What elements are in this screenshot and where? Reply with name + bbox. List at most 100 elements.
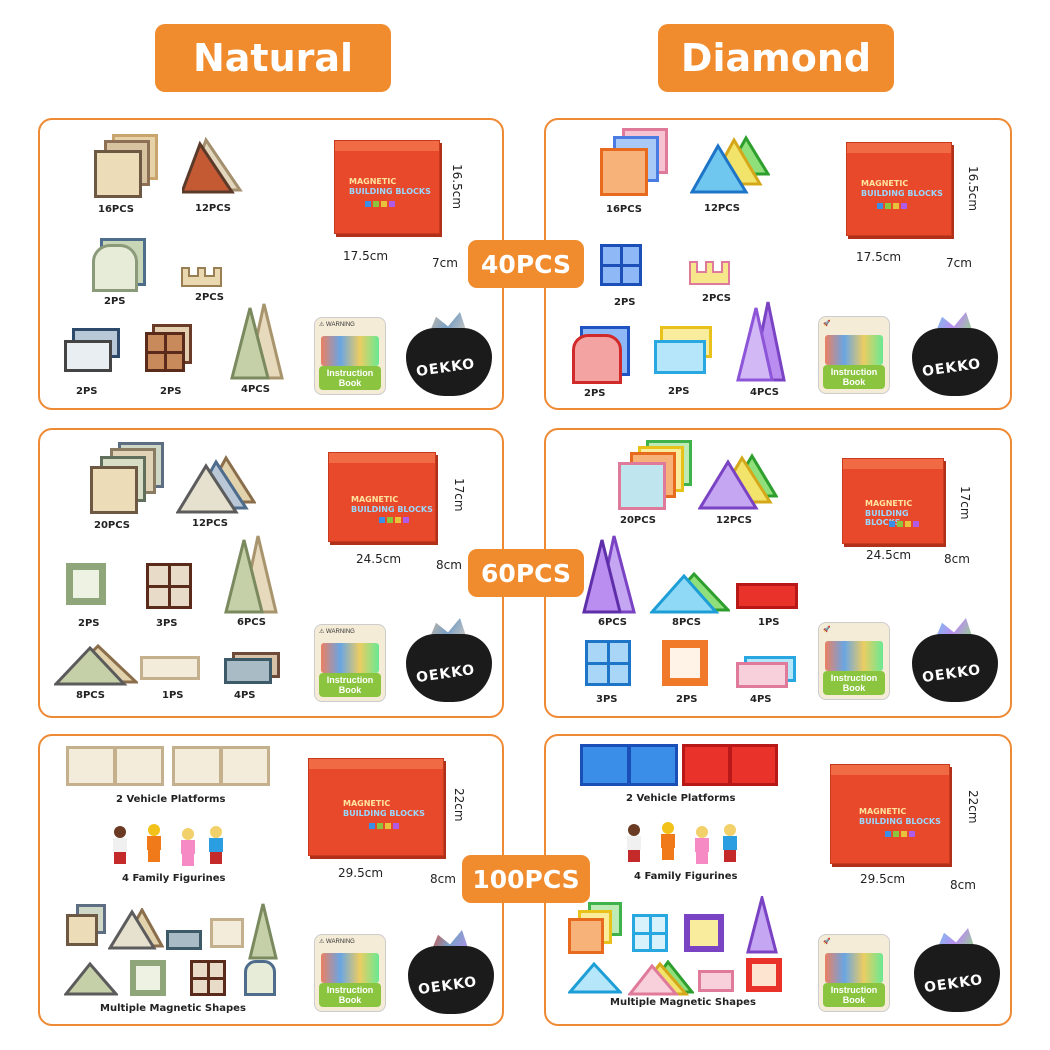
door-tile-image: [92, 244, 138, 292]
rectangle-tile-image: [64, 340, 112, 372]
box-depth-label: 7cm: [432, 256, 458, 270]
caption: 2PS: [78, 618, 100, 629]
oekko-bag-image: OEKKO: [406, 618, 492, 702]
caption: 20PCS: [94, 520, 130, 531]
figurine-image: [660, 822, 676, 860]
figurine-image: [694, 826, 710, 864]
tall-triangle-tiles-image: [582, 535, 636, 614]
caption: 2PS: [676, 694, 698, 705]
caption: 12PCS: [192, 518, 228, 529]
instruction-book-image: 🚀Instruction Book: [818, 316, 890, 394]
vehicle-platform-image: [172, 746, 270, 786]
square-frame-tile-image: [66, 563, 106, 605]
box-width-label: 17.5cm: [856, 250, 902, 264]
vehicle-platform-image: [66, 746, 164, 786]
square-tile-image: [90, 466, 138, 514]
triangle-tiles-image: [64, 962, 118, 996]
badge-100pcs: 100PCS: [462, 855, 590, 903]
crown-tile-image: [181, 267, 222, 287]
square-tile-image: [568, 918, 604, 954]
box-depth-label: 8cm: [436, 558, 462, 572]
square-tile-image: [618, 462, 666, 510]
door-tile-image: [684, 914, 724, 952]
triangle-tiles-image: [628, 960, 694, 996]
tall-triangle-tiles-image: [746, 896, 778, 954]
natural-header: Natural: [155, 24, 391, 92]
caption: 3PS: [596, 694, 618, 705]
square-frame-tile-image: [130, 960, 166, 996]
door-tile-image: [572, 334, 622, 384]
caption: 4 Family Figurines: [634, 871, 738, 882]
rectangle-tile-image: [210, 918, 244, 948]
caption: 2 Vehicle Platforms: [626, 793, 736, 804]
square-frame-tile-image: [746, 958, 782, 992]
window-tile-image: [585, 640, 631, 686]
box-height-label: 22cm: [452, 788, 466, 822]
box-height-label: 17cm: [452, 478, 466, 512]
rectangle-tile-image: [654, 340, 706, 374]
caption: 2PS: [160, 386, 182, 397]
box-width-label: 24.5cm: [356, 552, 402, 566]
rectangle-tile-image: [698, 970, 734, 992]
caption: 3PS: [156, 618, 178, 629]
caption: 12PCS: [716, 515, 752, 526]
tall-triangle-tiles-image: [230, 303, 284, 380]
triangle-tiles-image: [568, 962, 622, 994]
caption: 4PS: [234, 690, 256, 701]
square-frame-tile-image: [662, 640, 708, 686]
oekko-bag-image: OEKKO: [912, 618, 998, 702]
square-tile-image: [600, 148, 648, 196]
caption: 16PCS: [98, 204, 134, 215]
vehicle-tile-image: [736, 583, 798, 609]
window-tile-image: [600, 244, 642, 286]
box-depth-label: 7cm: [946, 256, 972, 270]
figurine-image: [146, 824, 162, 862]
badge-40pcs: 40PCS: [468, 240, 584, 288]
caption: 4PS: [750, 694, 772, 705]
caption: 4 Family Figurines: [122, 873, 226, 884]
caption: 2PS: [104, 296, 126, 307]
triangle-tiles-image: [108, 908, 164, 950]
product-box-image: MAGNETIC BUILDING BLOCKS: [308, 758, 444, 856]
oekko-bag-image: OEKKO: [408, 930, 494, 1014]
caption: 2PCS: [195, 292, 225, 303]
product-box-image: MAGNETIC BUILDING BLOCKS: [334, 140, 440, 234]
rectangle-tile-image: [736, 662, 788, 688]
window-tile-image: [146, 563, 192, 609]
product-box-image: MAGNETIC BUILDING BLOCKS: [846, 142, 952, 236]
caption: 2 Vehicle Platforms: [116, 794, 226, 805]
caption: Multiple Magnetic Shapes: [100, 1003, 246, 1014]
square-tile-image: [66, 914, 98, 946]
product-box-image: MAGNETIC BUILDING BLOCKS: [830, 764, 950, 864]
caption: 2PS: [668, 386, 690, 397]
triangle-tiles-image: [54, 644, 138, 686]
box-depth-label: 8cm: [430, 872, 456, 886]
vehicle-tile-image: [140, 656, 200, 680]
box-width-label: 24.5cm: [866, 548, 912, 562]
caption: 4PCS: [750, 387, 780, 398]
box-width-label: 29.5cm: [860, 872, 906, 886]
caption: 1PS: [758, 617, 780, 628]
triangle-tiles-image: [176, 455, 256, 514]
rectangle-tile-image: [224, 658, 272, 684]
vehicle-platform-image: [580, 744, 678, 786]
caption: 12PCS: [195, 203, 231, 214]
badge-60pcs: 60PCS: [468, 549, 584, 597]
oekko-bag-image: OEKKO: [914, 928, 1000, 1012]
product-box-image: MAGNETIC BUILDING BLOCKS: [328, 452, 436, 542]
figurine-image: [626, 824, 642, 862]
oekko-bag-image: OEKKO: [406, 312, 492, 396]
triangle-tiles-image: [650, 572, 730, 614]
box-height-label: 17cm: [958, 486, 972, 520]
caption: 2PS: [614, 297, 636, 308]
window-tile-image: [190, 960, 226, 996]
caption: 16PCS: [606, 204, 642, 215]
caption: 20PCS: [620, 515, 656, 526]
window-tile-image: [632, 914, 668, 952]
caption: 4PCS: [241, 384, 271, 395]
triangle-tiles-image: [690, 135, 770, 194]
figurine-image: [722, 824, 738, 862]
square-tile-image: [94, 150, 142, 198]
